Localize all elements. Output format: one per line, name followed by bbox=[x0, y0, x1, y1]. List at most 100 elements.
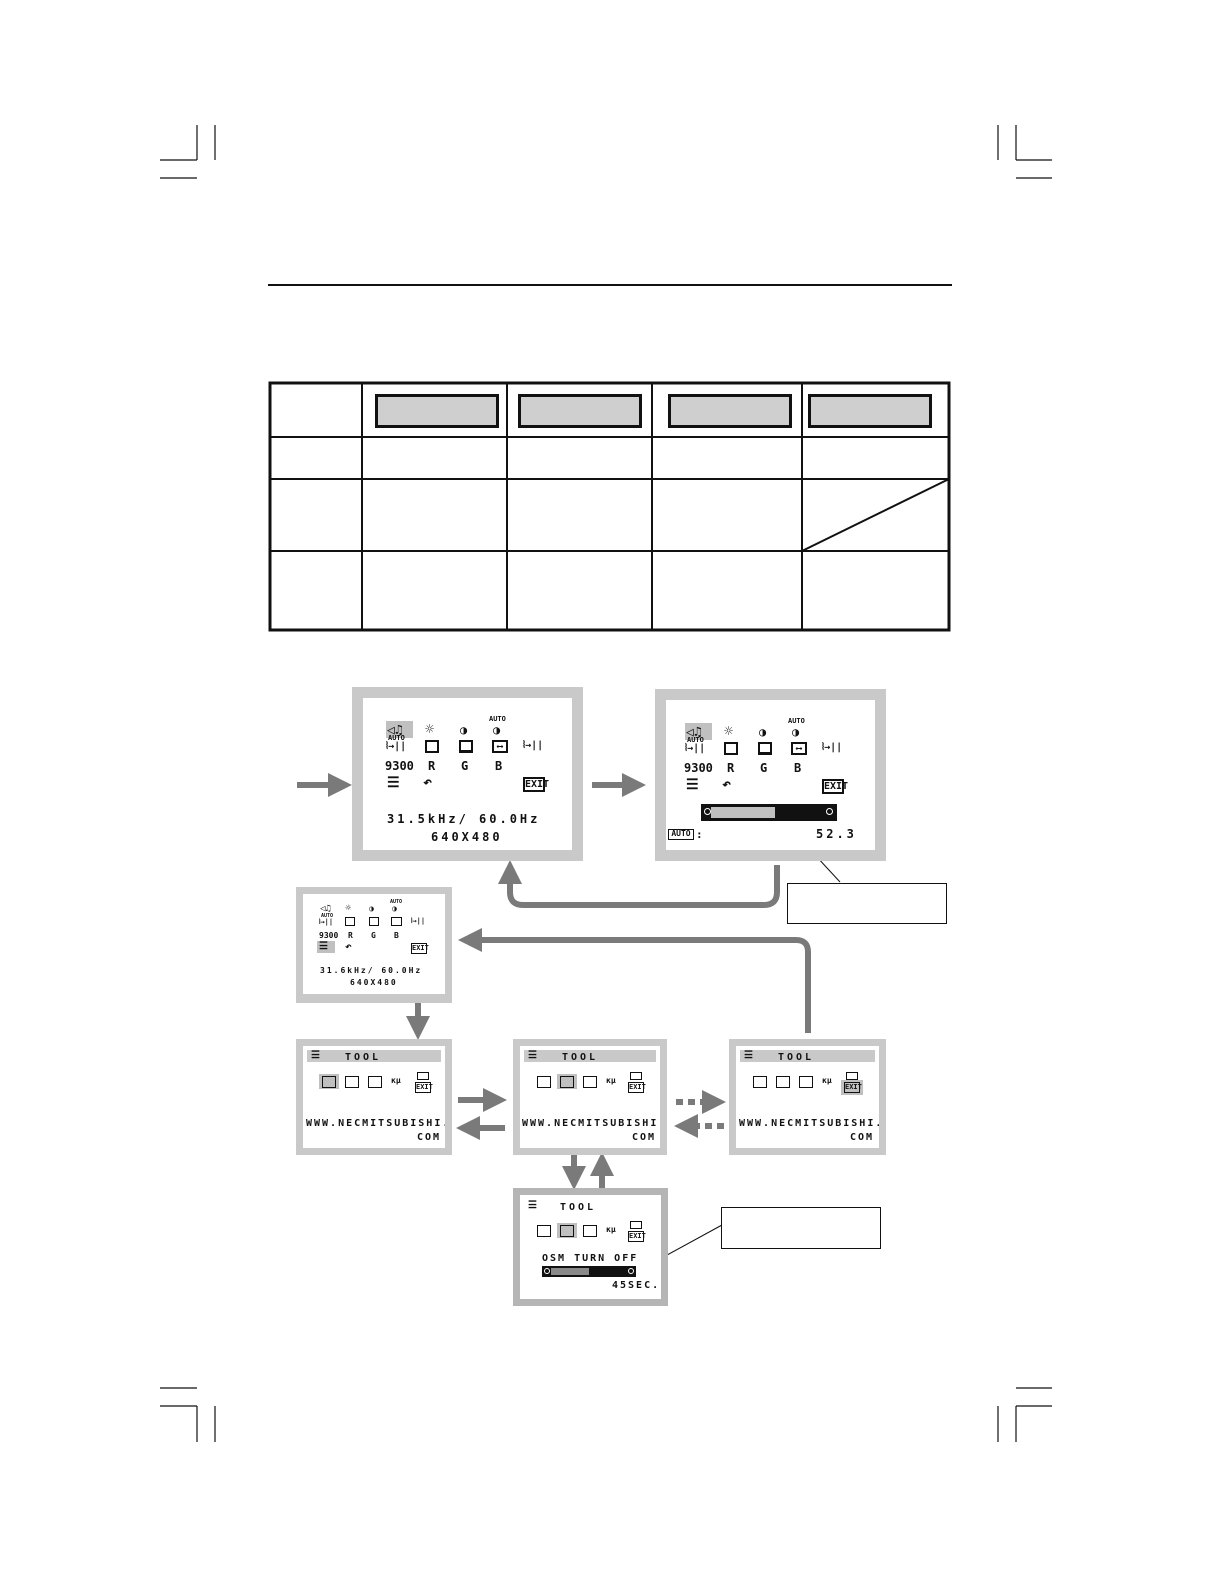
osm-position-icon[interactable] bbox=[560, 1225, 574, 1237]
tool-screen-3: ☰ TOOL κμ EXIT WWW.NECMITSUBISHI. COM bbox=[729, 1039, 886, 1155]
osm-position-icon[interactable] bbox=[776, 1076, 790, 1088]
blue-icon[interactable]: B bbox=[794, 761, 802, 775]
tool-title: TOOL bbox=[345, 1052, 382, 1063]
exit-icon[interactable]: EXIT bbox=[415, 1082, 433, 1093]
brightness-icon[interactable]: ☼ bbox=[724, 722, 734, 740]
info-icon[interactable] bbox=[846, 1072, 858, 1080]
fine-icon[interactable]: ⦚→|| bbox=[411, 917, 426, 925]
osm-position-icon[interactable] bbox=[560, 1076, 574, 1088]
h-position-icon[interactable] bbox=[724, 742, 738, 755]
osd-screen-adjust-display: ◁♫ ☼ ◑ AUTO ◑ AUTO ⦚→|| ⟷ ⦚→|| 9300 R G … bbox=[666, 700, 875, 850]
exit-icon[interactable]: EXIT bbox=[628, 1082, 646, 1093]
lock-icon[interactable]: κμ bbox=[606, 1225, 616, 1234]
auto-adjust-label: AUTO bbox=[687, 736, 704, 744]
info-icon[interactable] bbox=[417, 1072, 429, 1080]
h-size-icon[interactable]: ⟷ bbox=[492, 740, 508, 753]
exit-icon[interactable]: EXIT bbox=[523, 777, 550, 792]
green-icon[interactable]: G bbox=[461, 759, 469, 773]
audio-icon[interactable]: ◁♫ bbox=[686, 725, 702, 740]
brightness-icon[interactable]: ☼ bbox=[425, 720, 435, 738]
lock-icon[interactable]: κμ bbox=[606, 1076, 616, 1085]
language-icon[interactable] bbox=[322, 1076, 336, 1088]
green-icon[interactable]: G bbox=[760, 761, 768, 775]
tool-icon[interactable]: ☰ bbox=[387, 775, 400, 791]
reset-icon[interactable]: ↶ bbox=[345, 940, 352, 953]
adjust-slider-fill bbox=[711, 807, 775, 818]
auto-contrast-icon[interactable]: ◑ bbox=[792, 725, 800, 739]
h-position-icon[interactable] bbox=[425, 740, 439, 753]
exit-icon[interactable]: EXIT bbox=[822, 779, 849, 794]
contrast-icon[interactable]: ◑ bbox=[369, 904, 374, 913]
exit-icon[interactable]: EXIT bbox=[844, 1082, 862, 1093]
osm-turnoff-icon[interactable] bbox=[583, 1076, 597, 1088]
exit-icon[interactable]: EXIT bbox=[628, 1231, 646, 1242]
red-icon[interactable]: R bbox=[348, 931, 353, 940]
red-icon[interactable]: R bbox=[428, 759, 436, 773]
contrast-icon[interactable]: ◑ bbox=[460, 723, 468, 737]
color-9300-icon[interactable]: 9300 bbox=[319, 931, 339, 940]
info-icon[interactable] bbox=[630, 1072, 642, 1080]
h-size-icon[interactable]: ⟷ bbox=[791, 742, 807, 755]
lock-icon[interactable]: κμ bbox=[822, 1076, 832, 1085]
audio-icon[interactable]: ◁♫ bbox=[387, 723, 403, 738]
selected-highlight bbox=[557, 1223, 577, 1238]
fine-icon[interactable]: ⦚→|| bbox=[523, 740, 544, 751]
resolution-readout: 640X480 bbox=[350, 978, 398, 987]
selected-highlight bbox=[319, 1074, 339, 1089]
osm-turnoff-display: ☰ TOOL κμ EXIT OSM TURN OFF 45SEC. bbox=[520, 1195, 661, 1299]
url-line-1: WWW.NECMITSUBISHI. bbox=[522, 1118, 660, 1129]
url-line-2: COM bbox=[632, 1132, 657, 1143]
h-size-icon[interactable] bbox=[391, 917, 402, 926]
osm-turnoff-icon[interactable] bbox=[799, 1076, 813, 1088]
resolution-readout: 640X480 bbox=[431, 830, 503, 844]
tool-title: TOOL bbox=[560, 1202, 597, 1213]
color-9300-icon[interactable]: 9300 bbox=[385, 759, 414, 773]
osm-turnoff-slider[interactable] bbox=[542, 1266, 636, 1277]
brightness-icon[interactable]: ☼ bbox=[345, 903, 352, 914]
selected-highlight bbox=[841, 1080, 863, 1095]
osm-turnoff-icon[interactable] bbox=[368, 1076, 382, 1088]
tool-icon[interactable]: ☰ bbox=[319, 941, 328, 952]
url-line-2: COM bbox=[850, 1132, 875, 1143]
blue-icon[interactable]: B bbox=[394, 931, 399, 940]
auto-adjust-icon[interactable]: ⦚→|| bbox=[685, 743, 706, 754]
v-position-icon[interactable] bbox=[459, 740, 473, 753]
green-icon[interactable]: G bbox=[371, 931, 376, 940]
language-icon[interactable] bbox=[537, 1076, 551, 1088]
auto-contrast-label: AUTO bbox=[489, 715, 506, 723]
osm-turnoff-icon[interactable] bbox=[583, 1225, 597, 1237]
adjust-slider[interactable] bbox=[701, 804, 837, 821]
auto-adjust-icon[interactable]: ⦚→|| bbox=[386, 741, 407, 752]
blue-icon[interactable]: B bbox=[495, 759, 503, 773]
info-icon[interactable] bbox=[630, 1221, 642, 1229]
auto-adjust-icon[interactable]: ⦚→|| bbox=[319, 918, 334, 926]
adjust-value: 52.3 bbox=[816, 827, 857, 841]
language-icon[interactable] bbox=[753, 1076, 767, 1088]
frequency-readout: 31.6kHz/ 60.0Hz bbox=[320, 966, 423, 975]
v-position-icon[interactable] bbox=[369, 917, 379, 926]
exit-icon[interactable]: EXIT bbox=[411, 943, 429, 954]
contrast-icon[interactable]: ◑ bbox=[759, 725, 767, 739]
plus-icon bbox=[628, 1268, 634, 1274]
color-9300-icon[interactable]: 9300 bbox=[684, 761, 713, 775]
tool-icon: ☰ bbox=[311, 1050, 320, 1061]
osm-position-icon[interactable] bbox=[345, 1076, 359, 1088]
table-button-1 bbox=[375, 394, 499, 428]
osd-screen-small: ◁♫ ☼ ◑ AUTO ◑ AUTO ⦚→|| ⦚→|| 9300 R G B … bbox=[296, 887, 452, 1003]
auto-adjust-label: AUTO bbox=[321, 913, 334, 919]
auto-contrast-icon[interactable]: ◑ bbox=[493, 723, 501, 737]
osd-screen-adjust: ◁♫ ☼ ◑ AUTO ◑ AUTO ⦚→|| ⟷ ⦚→|| 9300 R G … bbox=[655, 689, 886, 861]
tool-title: TOOL bbox=[562, 1052, 599, 1063]
v-position-icon[interactable] bbox=[758, 742, 772, 755]
h-position-icon[interactable] bbox=[345, 917, 355, 926]
red-icon[interactable]: R bbox=[727, 761, 735, 775]
reset-icon[interactable]: ↶ bbox=[722, 775, 732, 793]
language-icon[interactable] bbox=[537, 1225, 551, 1237]
auto-contrast-icon[interactable]: ◑ bbox=[392, 904, 397, 913]
reset-icon[interactable]: ↶ bbox=[423, 773, 433, 791]
fine-icon[interactable]: ⦚→|| bbox=[822, 742, 843, 753]
tool-icon[interactable]: ☰ bbox=[686, 777, 699, 793]
audio-icon[interactable]: ◁♫ bbox=[320, 904, 331, 914]
lock-icon[interactable]: κμ bbox=[391, 1076, 401, 1085]
